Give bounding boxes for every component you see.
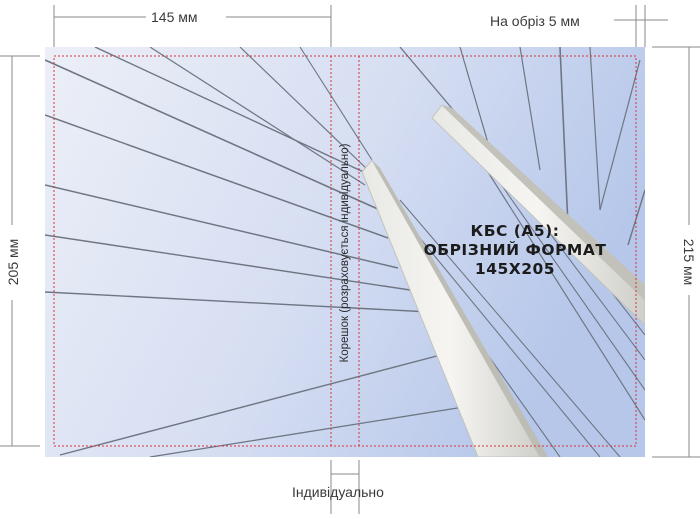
width-dimension-label: 145 мм — [151, 9, 198, 25]
cover-background — [45, 47, 645, 457]
dimension-lines — [0, 5, 700, 514]
cover-title: КБС (А5): ОБРІЗНИЙ ФОРМАТ 145Х205 — [400, 222, 630, 279]
cover-title-line-3: 145Х205 — [474, 260, 556, 278]
spine-width-label: Індивідуально — [292, 484, 384, 500]
trim-height-dimension-label: 205 мм — [5, 238, 21, 286]
full-height-dimension-label: 215 мм — [681, 238, 697, 286]
bridge-pylons — [361, 104, 645, 457]
spine-label: Корешок (розраховується індивідуально) — [339, 143, 351, 363]
trim-lines — [53, 55, 637, 447]
bleed-dimension-label: На обріз 5 мм — [490, 13, 580, 29]
cover-title-line-2: ОБРІЗНИЙ ФОРМАТ — [423, 241, 607, 259]
cover-title-line-1: КБС (А5): — [470, 222, 560, 240]
